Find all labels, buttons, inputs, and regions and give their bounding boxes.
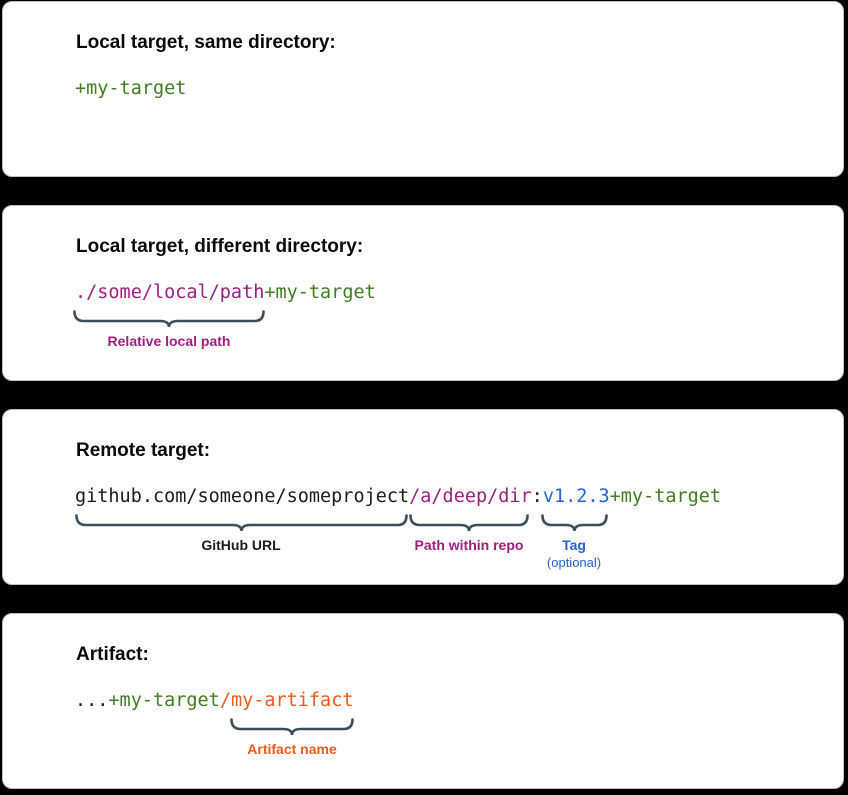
card-title: Local target, same directory: bbox=[76, 32, 336, 53]
code-line: ./some/local/path+my-target bbox=[75, 282, 376, 303]
code-segment-repo-path: /a/deep/dir bbox=[409, 486, 532, 507]
underbrace-icon bbox=[541, 513, 608, 533]
underbrace-icon bbox=[230, 717, 354, 737]
code-line: ...+my-target/my-artifact bbox=[75, 690, 353, 711]
code-segment-colon: : bbox=[531, 486, 543, 507]
underbrace-path bbox=[409, 514, 529, 532]
card-local-target-same-directory: Local target, same directory: +my-target bbox=[2, 1, 844, 177]
code-segment-target: +my-target bbox=[264, 282, 376, 303]
brace-label-artifact-name: Artifact name bbox=[247, 741, 337, 757]
code-segment-local-path: ./some/local/path bbox=[75, 282, 265, 303]
card-title: Local target, different directory: bbox=[76, 236, 364, 257]
code-segment-tag: v1.2.3 bbox=[542, 486, 610, 507]
brace-label-relative-local-path: Relative local path bbox=[107, 333, 231, 349]
code-line: +my-target bbox=[75, 78, 186, 99]
code-segment-ellipsis: ... bbox=[75, 690, 109, 711]
brace-label-path-within-repo: Path within repo bbox=[414, 537, 524, 553]
underbrace-icon bbox=[409, 513, 529, 533]
code-segment-artifact: /my-artifact bbox=[219, 690, 354, 711]
code-segment-target: +my-target bbox=[609, 486, 722, 507]
brace-label-github-url: GitHub URL bbox=[201, 537, 281, 553]
card-remote-target: Remote target: github.com/someone/somepr… bbox=[2, 409, 844, 585]
card-title: Artifact: bbox=[76, 644, 149, 665]
brace-sublabel-optional: (optional) bbox=[546, 555, 602, 570]
underbrace-path bbox=[73, 310, 265, 328]
card-artifact: Artifact: ...+my-target/my-artifact Arti… bbox=[2, 613, 844, 789]
underbrace-icon bbox=[75, 513, 408, 533]
code-segment-target: +my-target bbox=[108, 690, 220, 711]
code-segment-target: +my-target bbox=[75, 78, 187, 99]
underbrace-path bbox=[541, 514, 608, 532]
brace-label-tag: Tag bbox=[562, 537, 586, 553]
card-title: Remote target: bbox=[76, 440, 211, 461]
card-local-target-different-directory: Local target, different directory: ./som… bbox=[2, 205, 844, 381]
code-segment-github-url: github.com/someone/someproject bbox=[75, 486, 410, 507]
underbrace-icon bbox=[73, 309, 265, 329]
underbrace-path bbox=[75, 514, 408, 532]
underbrace-path bbox=[230, 718, 354, 736]
code-line: github.com/someone/someproject/a/deep/di… bbox=[75, 486, 721, 507]
